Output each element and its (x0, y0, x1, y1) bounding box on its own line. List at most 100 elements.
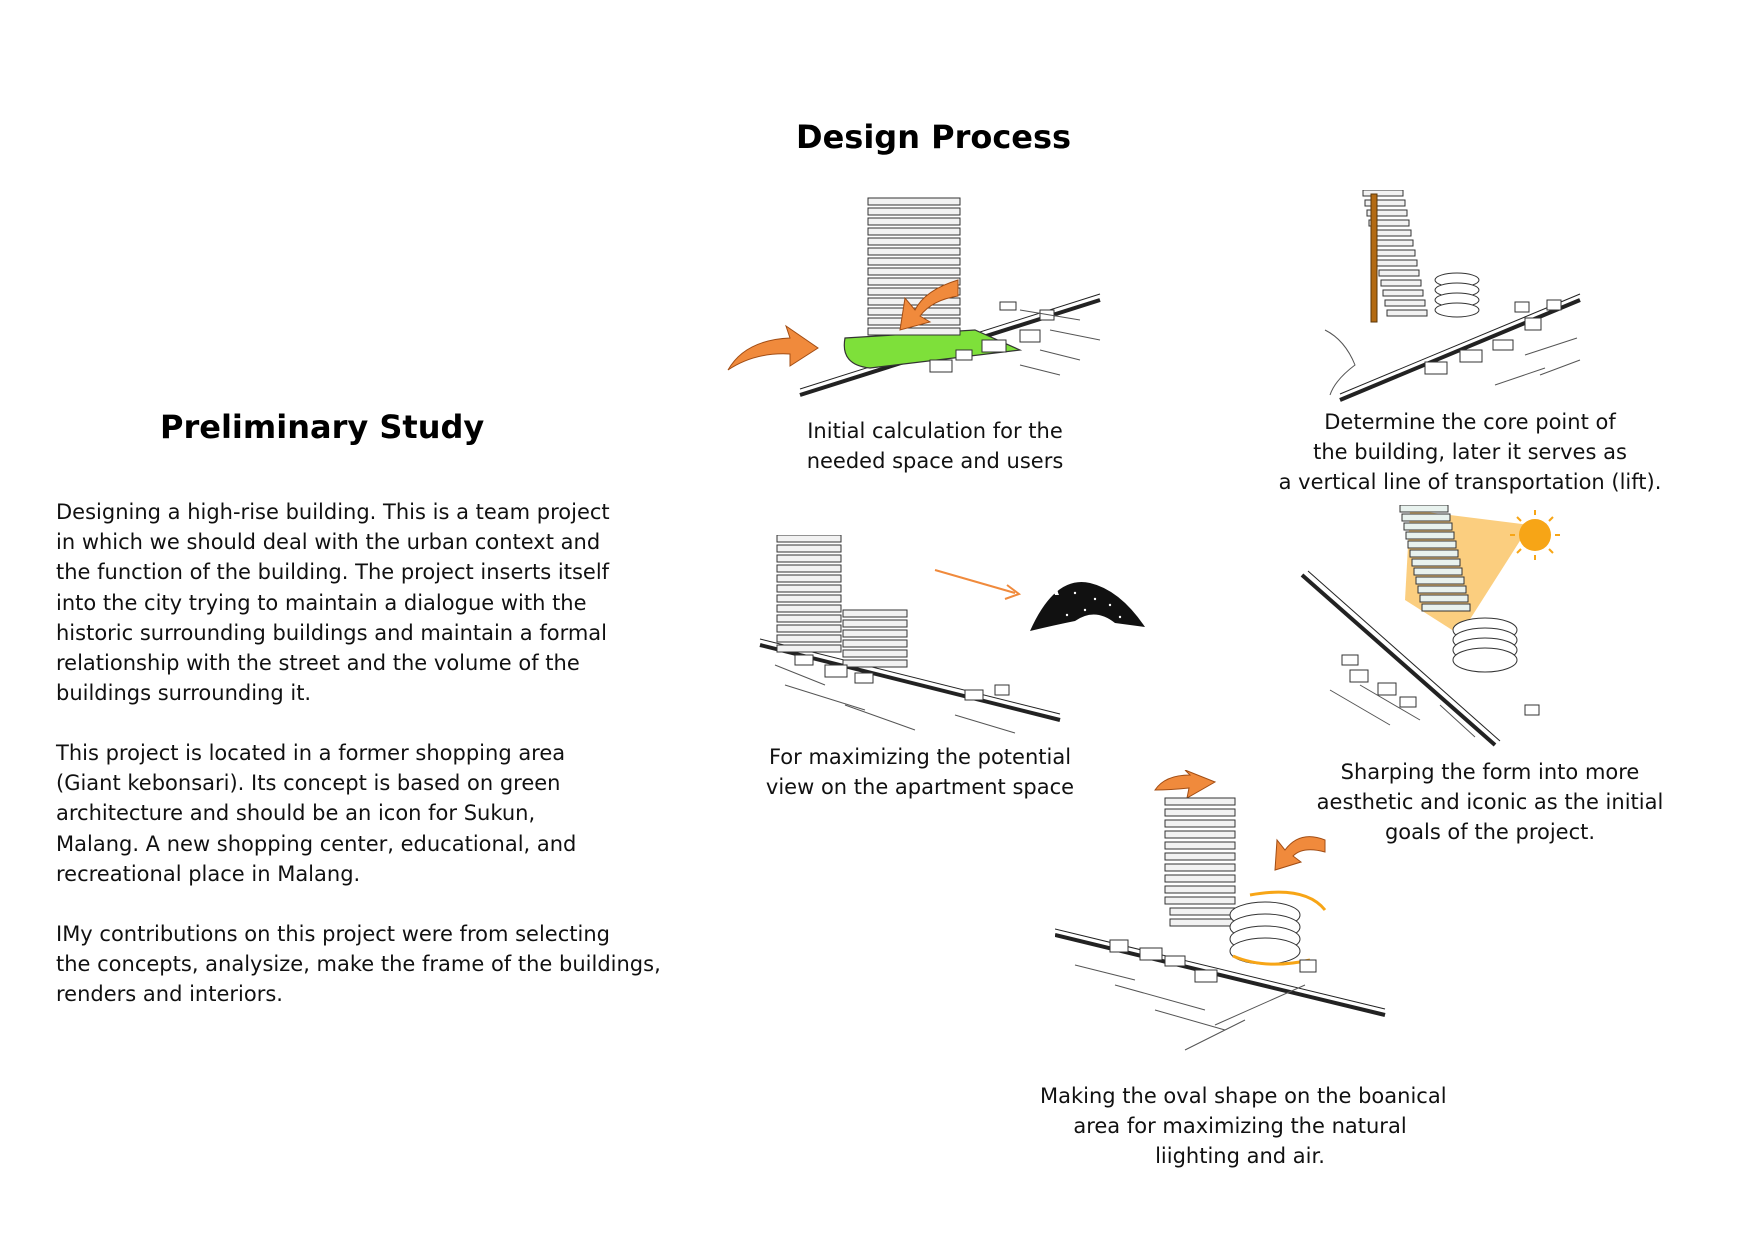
caption-line: Sharping the form into more (1300, 757, 1680, 787)
floor-slab (843, 610, 907, 617)
caption-step-2: Determine the core point of the building… (1260, 407, 1680, 498)
text-line: renders and interiors. (56, 979, 656, 1009)
floor-slab (777, 585, 841, 592)
arrow-icon (935, 570, 1015, 593)
floor-slab (1165, 820, 1235, 827)
text-line: recreational place in Malang. (56, 859, 656, 889)
floor-slab (1165, 875, 1235, 882)
caption-step-5: Making the oval shape on the boanical ar… (1040, 1081, 1440, 1172)
text-line: architecture and should be an icon for S… (56, 798, 656, 828)
floor-slab (1408, 541, 1456, 548)
floor-slab (1165, 831, 1235, 838)
building-diagram-sun (1300, 505, 1600, 750)
floor-slab (843, 660, 907, 667)
floor-slab (868, 238, 960, 245)
arrow-icon (1155, 770, 1215, 798)
floor-slab (868, 198, 960, 205)
text-line: (Giant kebonsari). Its concept is based … (56, 768, 656, 798)
floor-slab (1363, 190, 1403, 196)
sun-icon (1519, 519, 1551, 551)
floor-slab (1165, 864, 1235, 871)
floor-slab (1165, 897, 1235, 904)
floor-slab (1381, 280, 1421, 286)
caption-line: aesthetic and iconic as the initial (1300, 787, 1680, 817)
text-line: This project is located in a former shop… (56, 738, 656, 768)
floor-slab (1165, 842, 1235, 849)
paragraph-project-overview: Designing a high-rise building. This is … (56, 497, 656, 708)
floor-slab (1420, 595, 1468, 602)
floor-slab (777, 535, 841, 542)
floor-slab (777, 605, 841, 612)
text-line: the concepts, analysize, make the frame … (56, 949, 656, 979)
tower-floors (777, 535, 841, 652)
caption-line: needed space and users (775, 446, 1095, 476)
caption-step-3: For maximizing the potential view on the… (750, 742, 1090, 802)
floor-slab (868, 248, 960, 255)
floor-slab (777, 545, 841, 552)
core-shaft (1371, 194, 1377, 322)
floor-slab (868, 258, 960, 265)
floor-slab (1412, 559, 1460, 566)
moon-icon (1030, 582, 1145, 631)
floor-slab (1406, 532, 1454, 539)
text-line: Malang. A new shopping center, education… (56, 829, 656, 859)
floor-slab (843, 650, 907, 657)
floor-slab (777, 645, 841, 652)
text-line: buildings surrounding it. (56, 678, 656, 708)
floor-slab (777, 635, 841, 642)
text-line: the function of the building. The projec… (56, 557, 656, 587)
floor-slab (1375, 250, 1415, 256)
floor-slab (1410, 550, 1458, 557)
building-diagram-initial (720, 190, 1120, 410)
floor-slab (843, 630, 907, 637)
floor-slab (777, 625, 841, 632)
floor-slab (777, 595, 841, 602)
floor-slab (777, 565, 841, 572)
arrow-icon (728, 326, 818, 370)
caption-line: area for maximizing the natural (1040, 1111, 1440, 1141)
caption-line: For maximizing the potential (750, 742, 1090, 772)
floor-slab (868, 268, 960, 275)
text-line: IMy contributions on this project were f… (56, 919, 656, 949)
text-line: Designing a high-rise building. This is … (56, 497, 656, 527)
floor-slab (868, 328, 960, 335)
floor-slab (1165, 853, 1235, 860)
caption-line: the building, later it serves as (1260, 437, 1680, 467)
floor-slab (1404, 523, 1452, 530)
floor-slab (777, 615, 841, 622)
floor-slab (1373, 240, 1413, 246)
floor-slab (777, 575, 841, 582)
tower-floors (843, 610, 907, 667)
paragraph-contributions: IMy contributions on this project were f… (56, 919, 656, 1010)
floor-slab (843, 620, 907, 627)
floor-slab (1400, 505, 1448, 512)
floor-slab (1379, 270, 1419, 276)
text-line: in which we should deal with the urban c… (56, 527, 656, 557)
floor-slab (1402, 514, 1450, 521)
floor-slab (868, 208, 960, 215)
caption-line: Initial calculation for the (775, 416, 1095, 446)
floor-slab (1377, 260, 1417, 266)
floor-slab (1418, 586, 1466, 593)
caption-step-4: Sharping the form into more aesthetic an… (1300, 757, 1680, 848)
floor-slab (1383, 290, 1423, 296)
paragraph-location: This project is located in a former shop… (56, 738, 656, 889)
caption-line: a vertical line of transportation (lift)… (1260, 467, 1680, 497)
text-line: historic surrounding buildings and maint… (56, 618, 656, 648)
preliminary-study-title: Preliminary Study (160, 408, 484, 446)
floor-slab (1416, 577, 1464, 584)
floor-slab (1165, 809, 1235, 816)
floor-slab (1165, 886, 1235, 893)
floor-slab (1387, 310, 1427, 316)
caption-line: view on the apartment space (750, 772, 1090, 802)
floor-slab (777, 555, 841, 562)
floor-slab (868, 228, 960, 235)
floor-slab (1170, 908, 1240, 915)
floor-slab (868, 218, 960, 225)
tower-floors (1165, 798, 1240, 926)
text-line: relationship with the street and the vol… (56, 648, 656, 678)
floor-slab (1165, 798, 1235, 805)
caption-step-1: Initial calculation for the needed space… (775, 416, 1095, 476)
caption-line: Determine the core point of (1260, 407, 1680, 437)
design-process-title: Design Process (796, 118, 1071, 156)
